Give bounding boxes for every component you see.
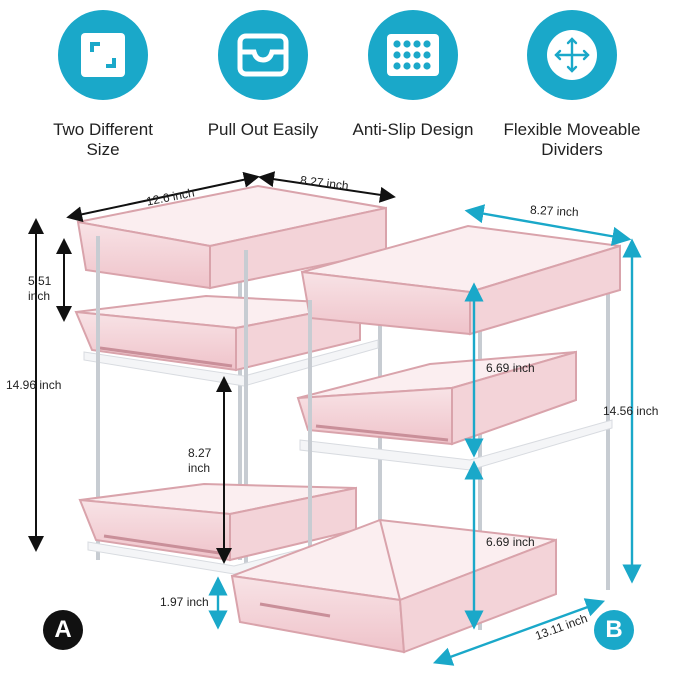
dim-b-width: 8.27 inch (529, 202, 580, 220)
dim-b-tier-upper: 6.69 inch (486, 361, 535, 375)
feature-label-line: Two Different (53, 120, 153, 139)
dimension-lines-a (28, 171, 396, 564)
dim-b-base-height: 1.97 inch (160, 595, 209, 609)
dim-b-tier-lower: 6.69 inch (486, 535, 535, 549)
model-a-badge: A (43, 610, 83, 650)
dim-a-total-height: 14.96 inch (6, 378, 62, 392)
feature-label-line: Anti-Slip Design (352, 120, 474, 139)
feature-badge (368, 10, 458, 100)
pull-out-drawer-icon (237, 33, 289, 77)
resize-corners-icon (81, 33, 125, 77)
feature-label-line: Size (86, 140, 120, 159)
dim-a-gap-value: 8.27 (188, 446, 212, 460)
feature-badge (58, 10, 148, 100)
feature-label: Flexible Moveable Dividers (497, 120, 647, 160)
organizer-b (230, 224, 621, 654)
organizer-a (74, 184, 387, 575)
feature-label-line: Dividers (541, 140, 603, 159)
feature-label: Pull Out Easily (188, 120, 338, 140)
feature-label-line: Flexible Moveable (503, 120, 641, 139)
feature-two-sizes: Two Different Size (28, 10, 178, 160)
dim-b-total-height: 14.56 inch (603, 404, 659, 418)
dimension-lines-b (208, 204, 642, 666)
model-b-badge: B (594, 610, 634, 650)
dim-a-drawer-height-unit: inch (28, 289, 51, 303)
dim-a-gap-unit: inch (188, 461, 211, 475)
dim-a-drawer-height-value: 5.51 (28, 274, 52, 288)
anti-slip-grid-icon (387, 34, 439, 76)
feature-label: Two Different Size (28, 120, 178, 160)
feature-label: Anti-Slip Design (338, 120, 488, 140)
feature-dividers: Flexible Moveable Dividers (497, 10, 647, 160)
feature-badge (218, 10, 308, 100)
move-arrows-icon (547, 30, 597, 80)
feature-anti-slip: Anti-Slip Design (338, 10, 488, 140)
feature-pull-out: Pull Out Easily (188, 10, 338, 140)
feature-badge (527, 10, 617, 100)
feature-label-line: Pull Out Easily (207, 120, 319, 139)
